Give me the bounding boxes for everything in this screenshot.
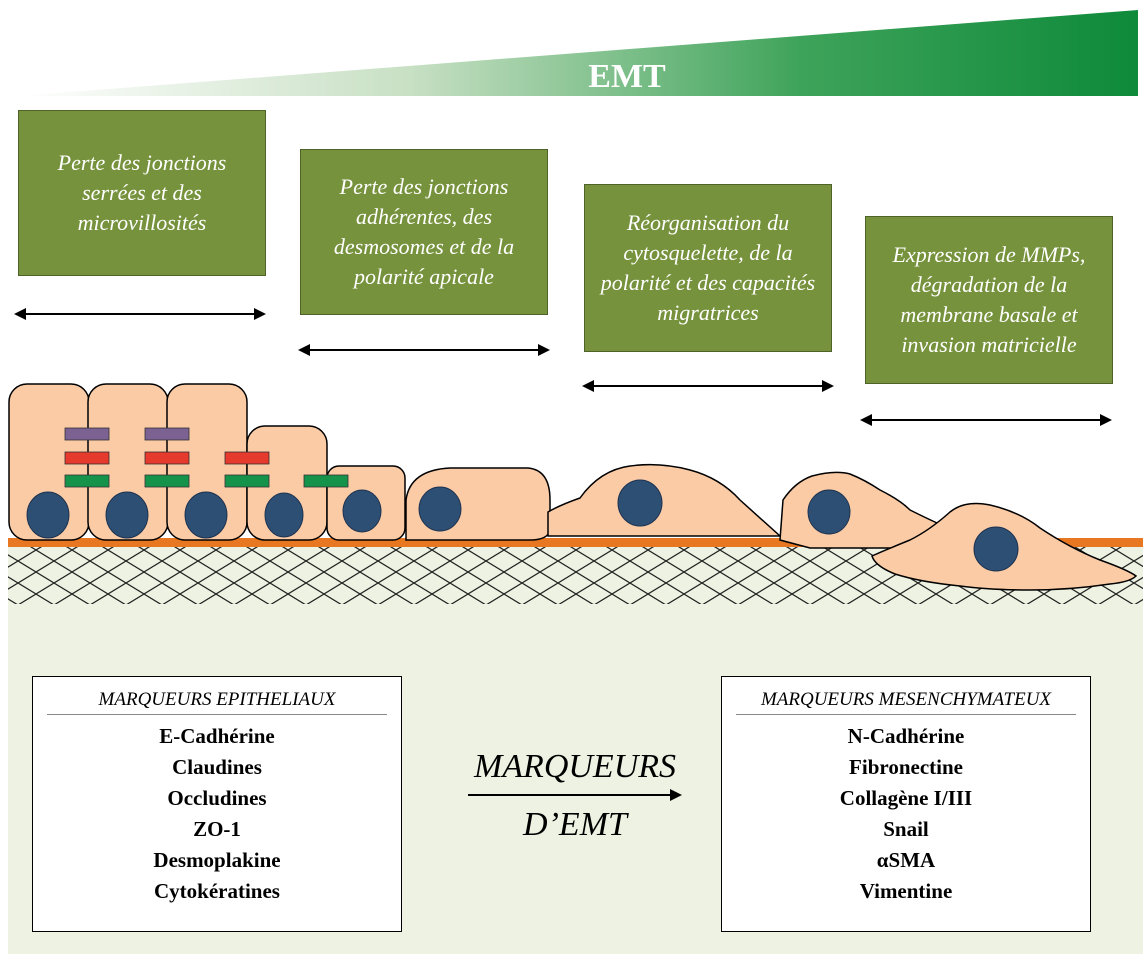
nucleus — [973, 526, 1019, 572]
nucleus — [105, 491, 149, 539]
stage-3-label: Réorganisation du cytosquelette, de la p… — [600, 210, 816, 325]
desmosome — [224, 474, 270, 488]
desmosome — [144, 474, 190, 488]
epithelial-markers-list: E-Cadhérine Claudines Occludines ZO-1 De… — [33, 721, 401, 907]
junction-markers — [64, 427, 349, 488]
marker-item: Cytokératines — [154, 879, 280, 903]
title-underline — [47, 714, 387, 715]
emt-gradient-label: EMT — [588, 58, 666, 95]
migratory-cell — [547, 463, 782, 537]
desmosome — [303, 474, 349, 488]
center-label-line1: MARQUEURS — [473, 748, 677, 785]
nucleus — [617, 479, 663, 527]
marker-item: Occludines — [167, 786, 267, 810]
mesenchymal-markers-list: N-Cadhérine Fibronectine Collagène I/III… — [722, 721, 1090, 907]
epithelial-markers-box: MARQUEURS EPITHELIAUX E-Cadhérine Claudi… — [32, 676, 402, 932]
marker-item: ZO-1 — [193, 817, 241, 841]
tight-junction — [64, 427, 110, 441]
mesenchymal-markers-box: MARQUEURS MESENCHYMATEUX N-Cadhérine Fib… — [721, 676, 1091, 932]
marker-item: Desmoplakine — [153, 848, 281, 872]
title-underline — [736, 714, 1076, 715]
marker-item: E-Cadhérine — [159, 724, 275, 748]
nucleus — [418, 486, 462, 532]
desmosome — [64, 474, 110, 488]
marker-item: αSMA — [876, 848, 936, 872]
marker-item: Vimentine — [859, 879, 953, 903]
stage-box-2: Perte des jonctions adhérentes, des desm… — [300, 149, 548, 315]
stage-4-label: Expression de MMPs, dégradation de la me… — [892, 242, 1086, 357]
nucleus — [807, 489, 851, 535]
stage-box-1: Perte des jonctions serrées et des micro… — [18, 110, 266, 276]
adherens-junction — [224, 451, 270, 465]
marker-item: Collagène I/III — [839, 786, 973, 810]
center-label-line2: D’EMT — [523, 806, 627, 843]
nucleus — [26, 491, 70, 539]
nucleus — [342, 489, 382, 533]
adherens-junction — [64, 451, 110, 465]
basement-membrane — [8, 538, 1143, 547]
marker-item: N-Cadhérine — [847, 724, 965, 748]
emt-gradient-wedge — [18, 10, 1138, 96]
nucleus — [184, 491, 228, 539]
tight-junction — [144, 427, 190, 441]
marker-item: Claudines — [172, 755, 262, 779]
stage-2-label: Perte des jonctions adhérentes, des desm… — [333, 174, 515, 289]
adherens-junction — [144, 451, 190, 465]
epithelial-markers-title: MARQUEURS EPITHELIAUX — [98, 689, 336, 710]
mesenchymal-markers-title: MARQUEURS MESENCHYMATEUX — [760, 689, 1052, 710]
marker-item: Snail — [883, 817, 929, 841]
marker-item: Fibronectine — [849, 755, 963, 779]
stage-box-4: Expression de MMPs, dégradation de la me… — [865, 216, 1113, 384]
stage-1-label: Perte des jonctions serrées et des micro… — [57, 150, 227, 235]
nucleus — [264, 492, 304, 538]
stage-box-3: Réorganisation du cytosquelette, de la p… — [584, 184, 832, 352]
